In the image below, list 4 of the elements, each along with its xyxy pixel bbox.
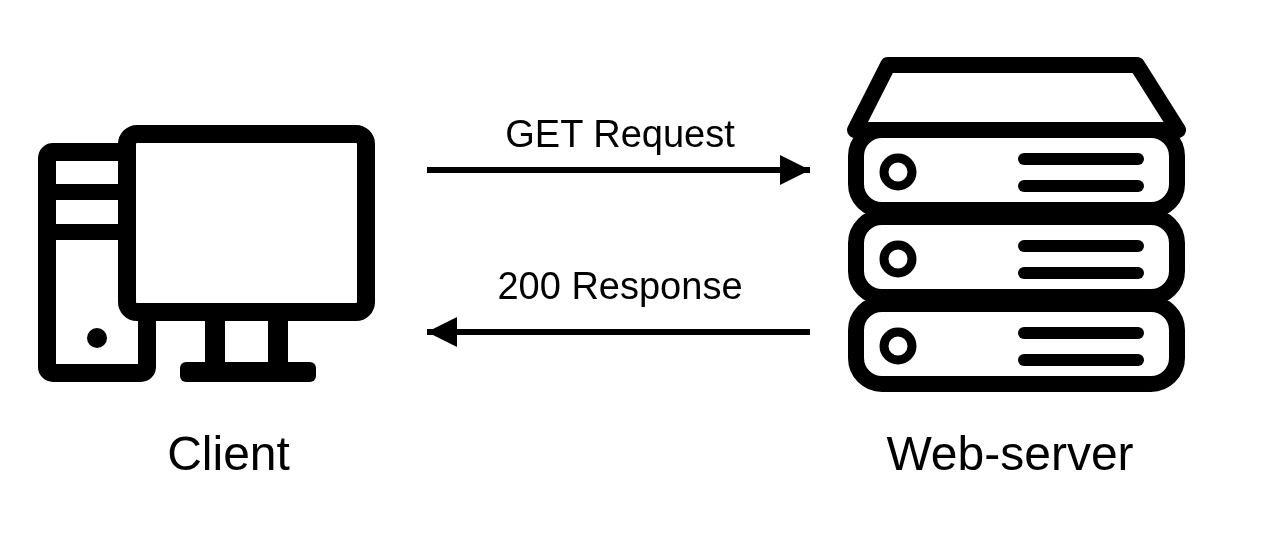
arrow xyxy=(427,155,810,185)
arrow xyxy=(427,317,810,347)
node-caption: Web-server xyxy=(886,426,1134,482)
node-caption: Client xyxy=(167,426,290,482)
